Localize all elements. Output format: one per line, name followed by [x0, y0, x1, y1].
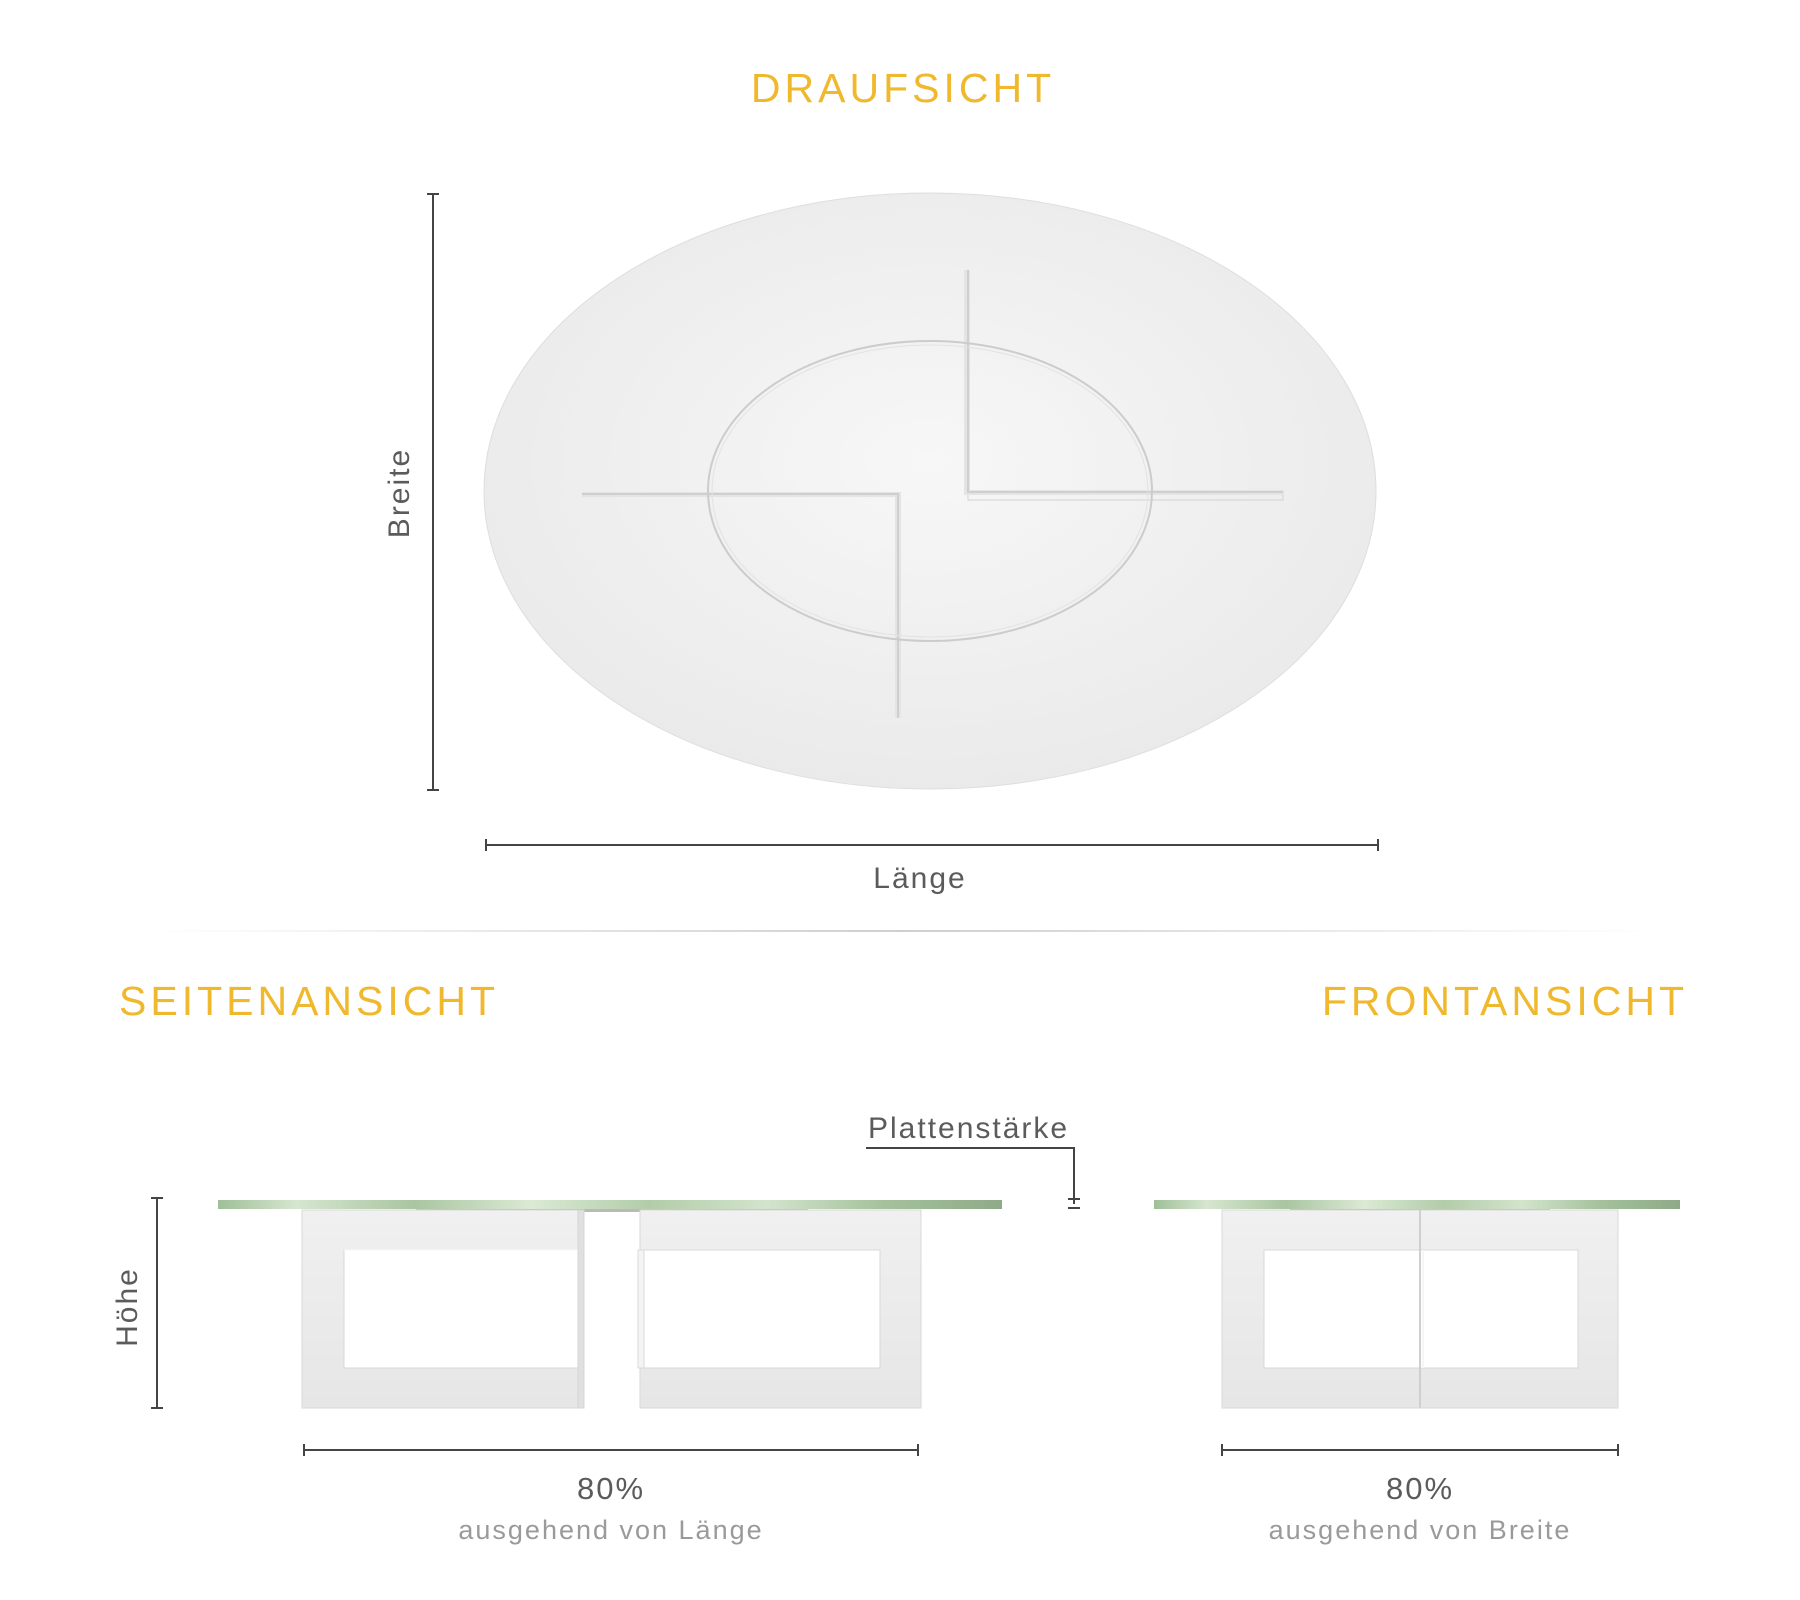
side-view-title: SEITENANSICHT — [119, 978, 500, 1024]
length-label: Länge — [873, 862, 967, 895]
top-view-title: DRAUFSICHT — [750, 65, 1056, 111]
length-dimension-line — [485, 839, 1379, 851]
front-base-note: ausgehend von Breite — [1268, 1515, 1572, 1545]
side-view-drawing — [218, 1200, 1002, 1409]
side-glass-top — [218, 1200, 1002, 1209]
tabletop-ellipse — [483, 192, 1377, 790]
plate-thickness-leader — [866, 1147, 1080, 1209]
front-base-dimension-line — [1221, 1444, 1619, 1456]
top-view-drawing — [483, 192, 1377, 790]
front-base-percent: 80% — [1385, 1471, 1455, 1506]
front-view-title: FRONTANSICHT — [1321, 978, 1688, 1024]
side-frame-left — [301, 1209, 579, 1409]
height-dimension-line — [151, 1197, 163, 1409]
width-dimension-line — [427, 193, 439, 791]
side-base-dimension-line — [303, 1444, 919, 1456]
center-ellipse — [707, 340, 1153, 642]
width-label: Breite — [383, 447, 416, 539]
front-glass-top — [1154, 1200, 1680, 1209]
front-view-drawing — [1154, 1200, 1680, 1409]
height-label: Höhe — [111, 1267, 144, 1347]
side-base-note: ausgehend von Länge — [458, 1515, 764, 1545]
side-frame-right — [639, 1209, 922, 1409]
section-divider — [146, 930, 1660, 932]
plate-thickness-label: Plattenstärke — [868, 1112, 1070, 1145]
side-base-percent: 80% — [576, 1471, 646, 1506]
